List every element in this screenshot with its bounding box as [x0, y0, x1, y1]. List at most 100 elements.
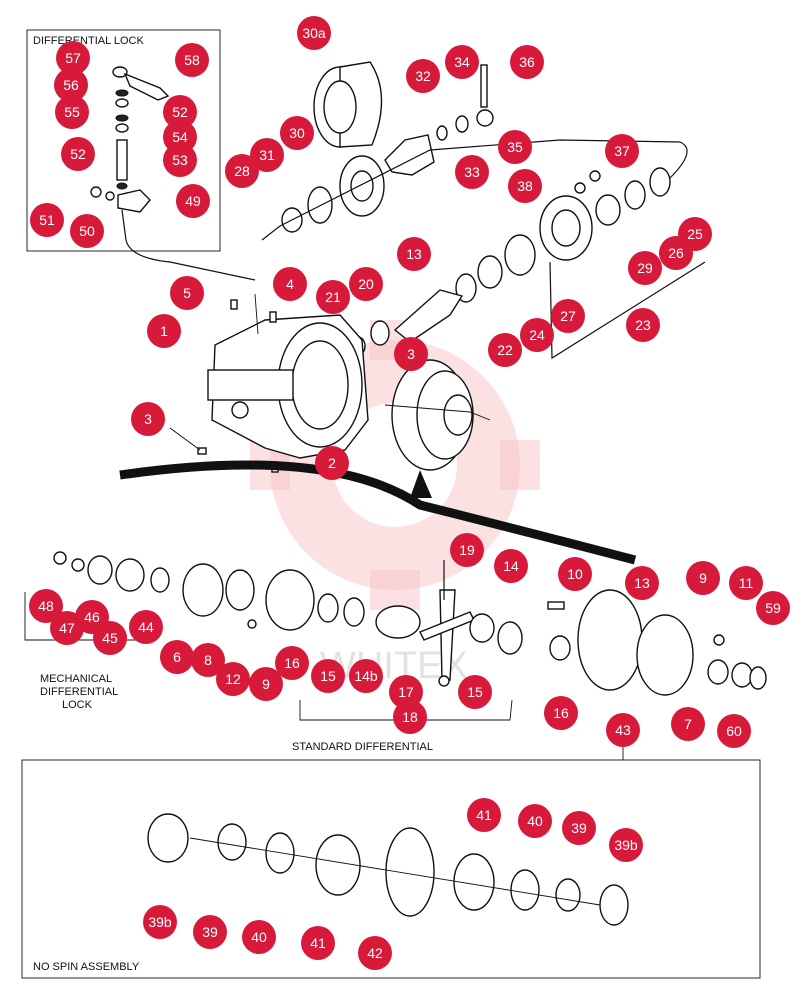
- callout-1: 1: [147, 314, 181, 348]
- callout-bubble: [626, 308, 660, 342]
- callout-13: 13: [397, 237, 431, 271]
- callout-bubble: [406, 59, 440, 93]
- callout-6: 6: [160, 640, 194, 674]
- callout-number: 4: [286, 276, 294, 292]
- callout-bubble: [30, 203, 64, 237]
- callout-37: 37: [605, 134, 639, 168]
- callout-number: 5: [183, 285, 191, 301]
- callout-number: 11: [739, 575, 754, 591]
- callout-number: 53: [172, 152, 188, 168]
- callout-48: 48: [29, 589, 63, 623]
- callout-number: 57: [65, 50, 81, 66]
- mechanical-label-1: MECHANICAL: [40, 673, 112, 685]
- callout-bubble: [242, 920, 276, 954]
- callout-bubble: [494, 549, 528, 583]
- callout-14b: 14b: [349, 659, 383, 693]
- callout-39: 39: [193, 915, 227, 949]
- callout-bubble: [163, 143, 197, 177]
- callout-58: 58: [175, 43, 209, 77]
- callout-number: 7: [684, 716, 692, 732]
- callout-number: 46: [84, 609, 100, 625]
- callout-number: 14b: [354, 668, 378, 684]
- callout-bubble: [389, 675, 423, 709]
- callout-bubble: [147, 314, 181, 348]
- callout-59: 59: [756, 591, 790, 625]
- callout-34: 34: [445, 45, 479, 79]
- callout-bubble: [445, 45, 479, 79]
- callout-bubble: [508, 169, 542, 203]
- callout-21: 21: [316, 280, 350, 314]
- callout-number: 40: [251, 929, 267, 945]
- callout-39b: 39b: [143, 905, 177, 939]
- callout-50: 50: [70, 214, 104, 248]
- callout-number: 32: [415, 68, 431, 84]
- callout-36: 36: [510, 45, 544, 79]
- callout-bubble: [349, 659, 383, 693]
- callout-41: 41: [467, 798, 501, 832]
- callout-bubble: [488, 333, 522, 367]
- callout-45: 45: [93, 621, 127, 655]
- callout-bubble: [70, 214, 104, 248]
- callout-number: 38: [517, 178, 533, 194]
- callout-number: 54: [172, 129, 188, 145]
- callout-bubble: [455, 155, 489, 189]
- callout-number: 8: [204, 652, 212, 668]
- callout-26: 26: [659, 236, 693, 270]
- callout-number: 30: [289, 125, 305, 141]
- callout-number: 39b: [148, 914, 172, 930]
- callout-bubble: [756, 591, 790, 625]
- callout-number: 55: [64, 104, 80, 120]
- callout-52: 52: [163, 95, 197, 129]
- assembly-arrow: [119, 460, 637, 565]
- callout-41: 41: [301, 926, 335, 960]
- callout-bubble: [659, 236, 693, 270]
- callout-bubble: [686, 561, 720, 595]
- callout-number: 36: [519, 54, 535, 70]
- callout-40: 40: [518, 804, 552, 838]
- callout-bubble: [56, 41, 90, 75]
- callout-number: 10: [567, 566, 583, 582]
- callout-9: 9: [686, 561, 720, 595]
- callout-bubble: [605, 134, 639, 168]
- callout-60: 60: [717, 714, 751, 748]
- callout-bubble: [510, 45, 544, 79]
- callout-30: 30: [280, 116, 314, 150]
- callout-49: 49: [176, 184, 210, 218]
- callout-8: 8: [191, 643, 225, 677]
- callout-40: 40: [242, 920, 276, 954]
- callout-12: 12: [216, 662, 250, 696]
- callout-number: 23: [635, 317, 651, 333]
- callout-number: 3: [407, 346, 415, 362]
- callout-bubble: [498, 130, 532, 164]
- callout-bubble: [131, 402, 165, 436]
- callout-16: 16: [275, 646, 309, 680]
- callout-23: 23: [626, 308, 660, 342]
- callout-number: 26: [668, 245, 684, 261]
- callout-bubble: [628, 251, 662, 285]
- callout-bubble: [297, 16, 331, 50]
- mechanical-label-3: LOCK: [62, 699, 93, 711]
- callout-bubble: [671, 707, 705, 741]
- callout-51: 51: [30, 203, 64, 237]
- callout-number: 3: [144, 411, 152, 427]
- callout-30a: 30a: [297, 16, 331, 50]
- callout-number: 60: [726, 723, 742, 739]
- callout-bubble: [458, 675, 492, 709]
- callout-53: 53: [163, 143, 197, 177]
- diff-lock-frame: [26, 29, 221, 252]
- callout-number: 33: [464, 164, 480, 180]
- callout-13: 13: [625, 566, 659, 600]
- callout-bubble: [275, 646, 309, 680]
- callout-bubble: [315, 446, 349, 480]
- callout-number: 2: [328, 455, 336, 471]
- callout-bubble: [729, 566, 763, 600]
- callout-44: 44: [129, 610, 163, 644]
- callout-bubble: [520, 318, 554, 352]
- callout-bubble: [450, 533, 484, 567]
- callout-bubble: [606, 713, 640, 747]
- callout-bubble: [160, 640, 194, 674]
- callout-7: 7: [671, 707, 705, 741]
- callout-3: 3: [394, 337, 428, 371]
- callout-bubble: [562, 811, 596, 845]
